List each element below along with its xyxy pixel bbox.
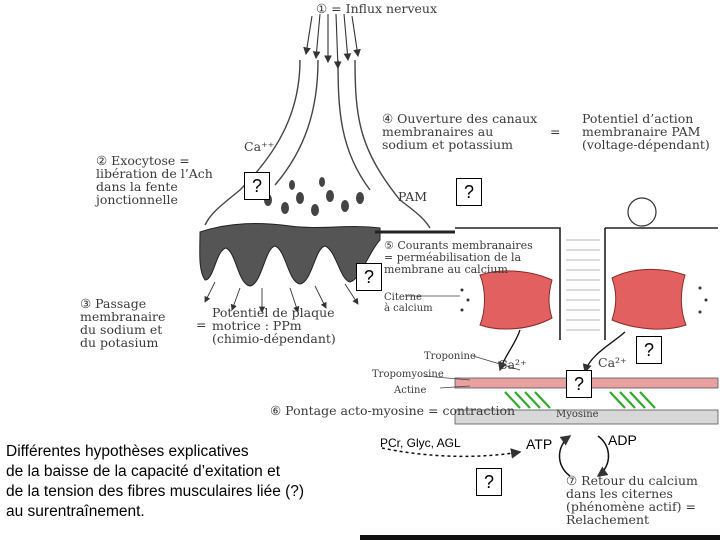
label-tropomyosine: Tropomyosine (372, 369, 444, 380)
question-calcium-release: ? (636, 336, 662, 364)
label-retour-calcium: ⑦ Retour du calcium dans les citernes (p… (566, 473, 698, 527)
calcium-release-arrows (498, 329, 626, 374)
vesicles (264, 177, 364, 216)
label-actine: Actine (394, 385, 427, 396)
bottom-edge-bar (360, 535, 720, 540)
caption-hypotheses: Différentes hypothèses explicatives de l… (6, 442, 366, 522)
label-adp: ADP (608, 432, 637, 448)
question-energy-supply: ? (476, 468, 502, 496)
label-potentiel-plaque: Potentiel de plaque motrice : PPm (chimi… (212, 305, 336, 346)
question-membrane-currents: ? (356, 263, 382, 291)
ion-flow-arrows (204, 281, 359, 313)
action-potential-loop (627, 197, 657, 227)
label-pcr-glyc-agl: PCr, Glyc, AGL (380, 436, 461, 450)
cross-bridges (504, 391, 656, 409)
label-ca-ion: Ca⁺⁺ (244, 139, 275, 154)
question-exocytosis: ? (244, 172, 270, 200)
caption-line: de la tension des fibres musculaires lié… (6, 483, 305, 500)
caption-line: de la baisse de la capacité d’exitation … (6, 463, 281, 480)
label-pam: PAM (398, 189, 428, 204)
sarcolemma (455, 227, 718, 340)
t-tubule-lines (566, 239, 600, 331)
label-ca2-right: Ca²⁺ (598, 355, 627, 370)
label-influx-nerveux: ① = Influx nerveux (316, 1, 438, 16)
caption-line: Différentes hypothèses explicatives (6, 443, 249, 460)
label-pontage: ⑥ Pontage acto-myosine = contraction (270, 403, 516, 418)
question-pam: ? (456, 178, 482, 206)
reticulum-dots (460, 286, 708, 314)
label-atp: ATP (526, 436, 553, 452)
label-equal-2: = (196, 317, 207, 332)
label-ouverture-canaux: ④ Ouverture des canaux membranaires au s… (382, 111, 538, 152)
caption-line: au surentraînement. (6, 503, 145, 520)
label-exocytose: ② Exocytose = libération de l’Ach dans l… (96, 153, 213, 207)
leader-lines (405, 295, 521, 389)
energy-cycle (381, 435, 610, 477)
question-cross-bridge: ? (566, 370, 592, 398)
myosin-filament (454, 409, 719, 425)
calcium-cisterns (479, 268, 687, 330)
label-citerne: Citerne à calcium (384, 292, 433, 314)
influx-arrows (303, 13, 361, 70)
label-myosine: Myosine (556, 409, 599, 420)
label-ca2-left: Ca²⁺ (498, 357, 527, 372)
label-equal-1: = (550, 124, 561, 139)
label-potentiel-action: Potentiel d’action membranaire PAM (volt… (582, 111, 710, 152)
motor-end-plate (199, 223, 455, 287)
label-courants-membranaires: ⑤ Courants membranaires = perméabilisati… (384, 239, 533, 276)
label-troponine: Troponine (424, 351, 476, 362)
label-passage-membranaire: ③ Passage membranaire du sodium et du po… (80, 296, 166, 350)
